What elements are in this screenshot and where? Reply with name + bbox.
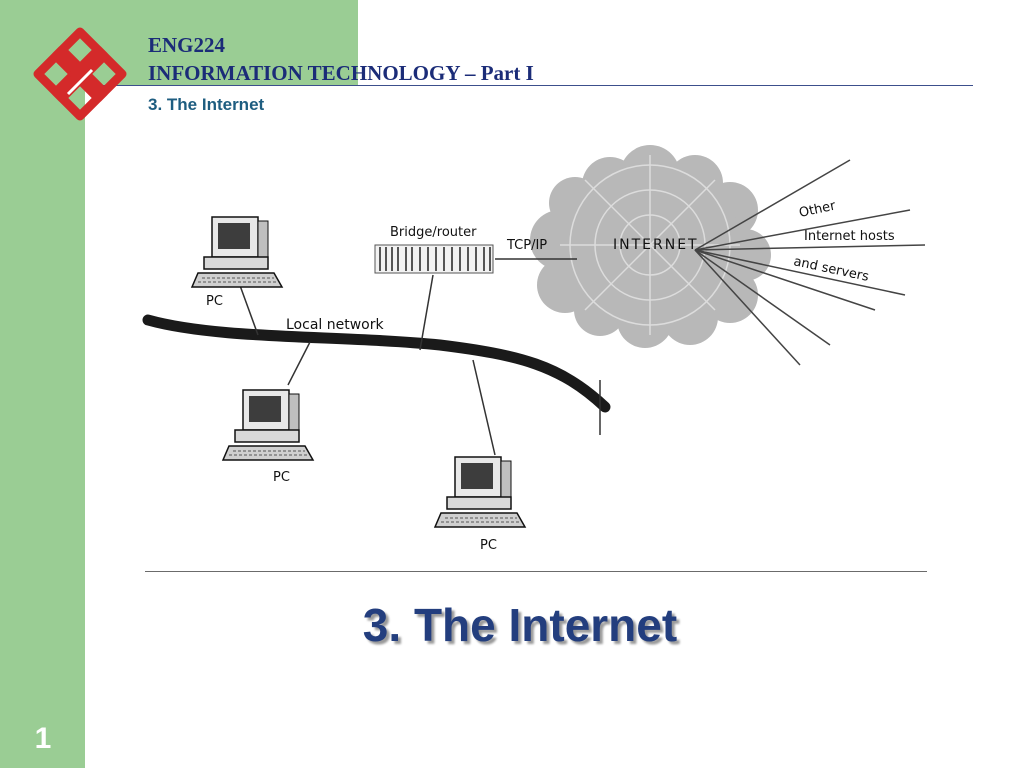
local-network-cable: [142, 314, 611, 413]
side-strip: [0, 0, 85, 768]
pc-icon: [222, 389, 314, 461]
bridge-router: [374, 244, 494, 274]
internet-hosts-label: Internet hosts: [804, 229, 895, 244]
pc-label: PC: [206, 294, 223, 309]
course-code: ENG224: [148, 33, 226, 57]
header-divider: [85, 85, 973, 86]
university-logo-icon: [33, 27, 127, 121]
slide-title: 3. The Internet: [362, 599, 678, 651]
other-label: Other: [798, 198, 838, 220]
bridge-router-label: Bridge/router: [390, 225, 477, 240]
pc-label: PC: [480, 538, 497, 553]
content-divider: [145, 571, 927, 572]
and-servers-label: and servers: [792, 254, 870, 285]
pc-icon: [191, 216, 283, 288]
slide-number: 1: [34, 722, 52, 755]
course-title: INFORMATION TECHNOLOGY – Part I: [148, 61, 534, 85]
pc-icon: [434, 456, 526, 528]
header-accent: [85, 0, 358, 85]
pc-connections: [237, 258, 577, 456]
tcp-ip-label: TCP/IP: [506, 238, 547, 253]
pc-label: PC: [273, 470, 290, 485]
internet-label: INTERNET: [613, 237, 699, 253]
section-header: 3. The Internet: [148, 95, 265, 114]
internet-network-diagram: PC PC PC Local network Bridge/router TCP…: [142, 145, 926, 553]
internet-cloud: [530, 145, 771, 348]
host-links: [694, 159, 926, 366]
local-network-label: Local network: [286, 317, 384, 333]
